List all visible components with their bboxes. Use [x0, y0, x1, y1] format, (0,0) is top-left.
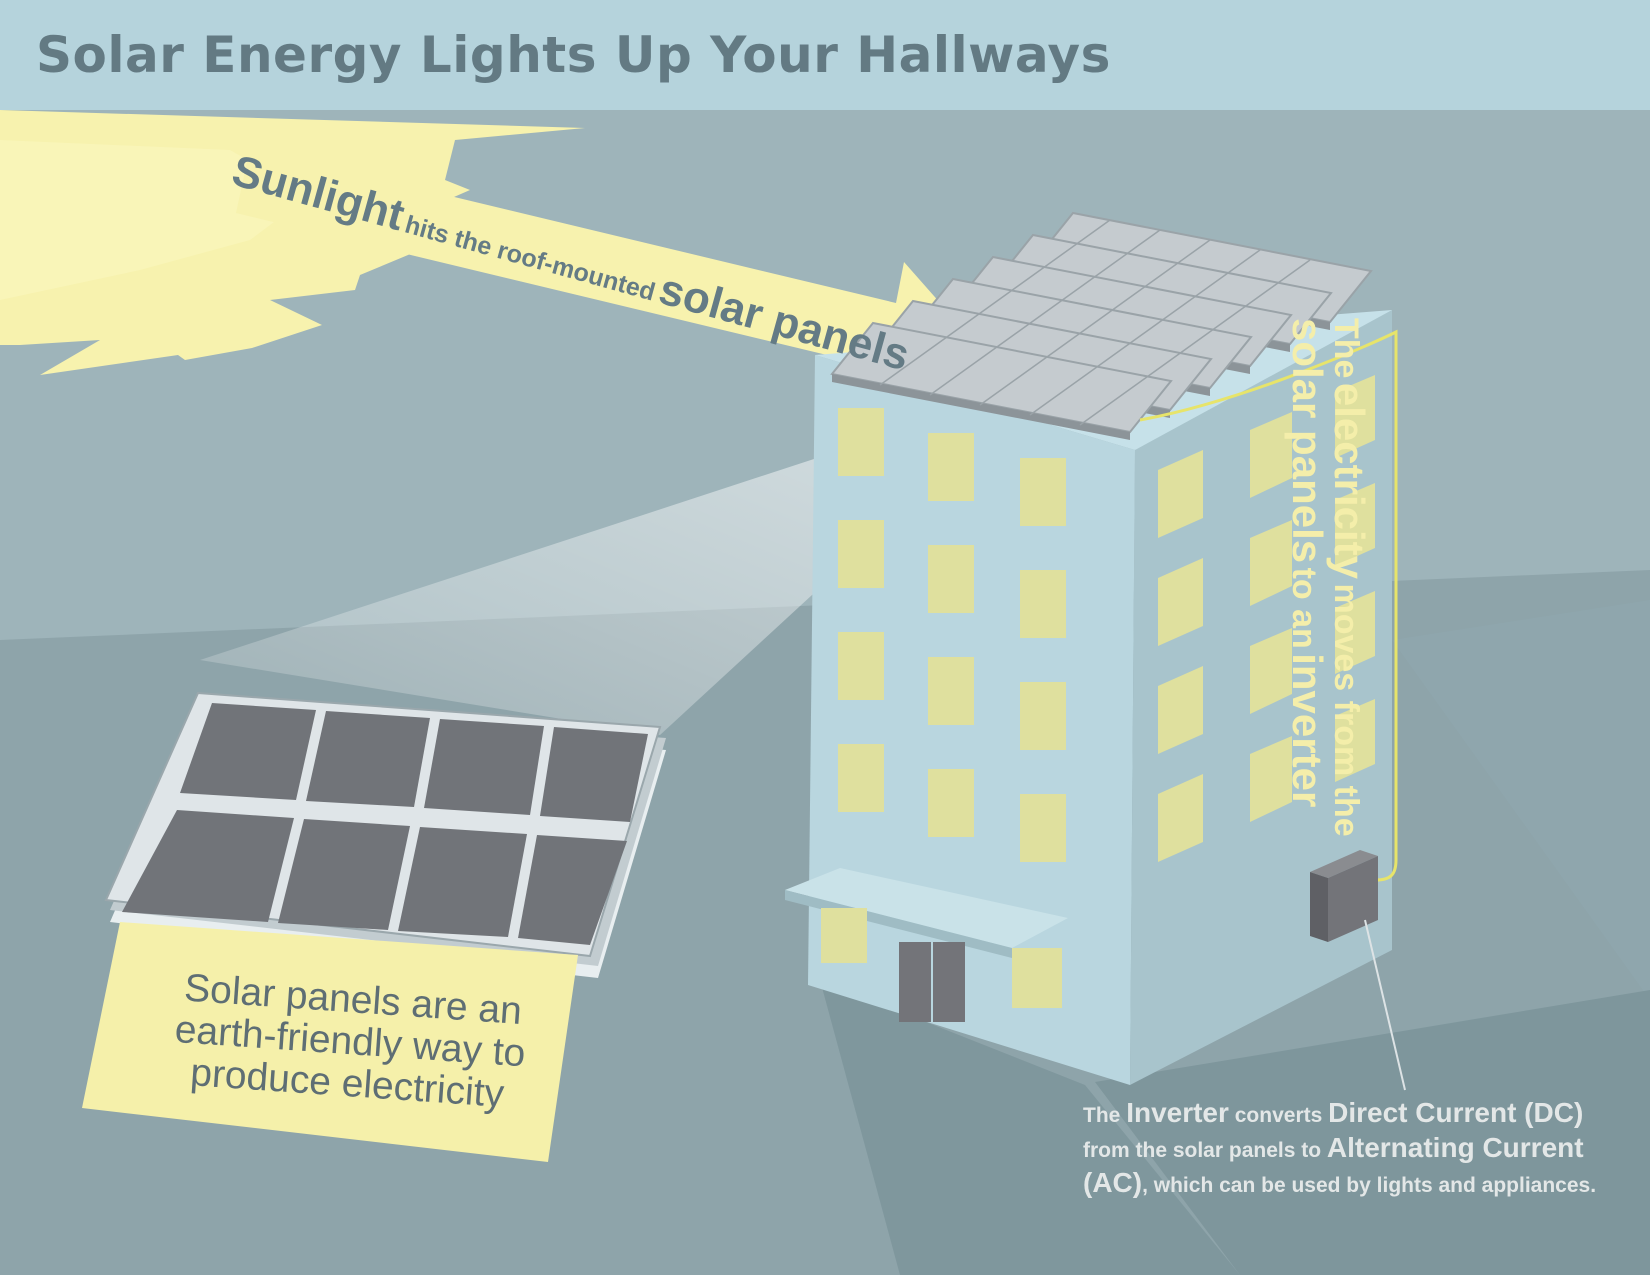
caption-moves: moves from the: [1327, 583, 1365, 837]
caption-solar-panels: solar panels: [1284, 318, 1331, 564]
inv-inverter: Inverter: [1126, 1097, 1229, 1128]
front-windows: [821, 408, 1066, 1008]
inv-converts: converts: [1234, 1104, 1323, 1127]
note-card: [82, 922, 578, 1162]
inverter-note: The Inverter converts Direct Current (DC…: [1083, 1095, 1623, 1200]
electricity-caption: The electricity moves from the solar pan…: [1284, 318, 1373, 928]
inv-usage: , which can be used by lights and applia…: [1142, 1174, 1597, 1197]
electricity-caption-line1: The electricity moves from the: [1326, 318, 1373, 928]
inv-dc: Direct Current (DC): [1328, 1097, 1584, 1128]
page-title: Solar Energy Lights Up Your Hallways: [36, 26, 1111, 84]
solar-panel-icon: [104, 691, 666, 978]
entrance-canopy: [785, 868, 1068, 948]
caption-inverter: inverter: [1284, 653, 1331, 808]
caption-electricity: electricity: [1326, 382, 1373, 580]
sun-icon: [0, 110, 585, 375]
building-shadow-2: [1095, 990, 1650, 1275]
side-windows: [1158, 375, 1375, 862]
building-shadow: [820, 980, 1240, 1275]
roof-solar-panels: [830, 211, 1373, 440]
canopy-edge: [785, 890, 1012, 958]
electricity-caption-line2: solar panels to an inverter: [1284, 318, 1331, 928]
inv-ac: Alternating Current (AC): [1083, 1132, 1584, 1198]
caption-the: The: [1327, 318, 1365, 379]
inverter-pointer: [1364, 919, 1406, 1091]
electrical-wire: [1139, 329, 1398, 882]
arrow-icon: [236, 148, 1001, 408]
title-banner: Solar Energy Lights Up Your Hallways: [0, 0, 1650, 110]
inv-from: from the solar panels to: [1083, 1139, 1322, 1162]
caption-to-an: to an: [1285, 567, 1323, 649]
inv-the: The: [1083, 1104, 1121, 1127]
ground-shade: [1392, 600, 1650, 1000]
